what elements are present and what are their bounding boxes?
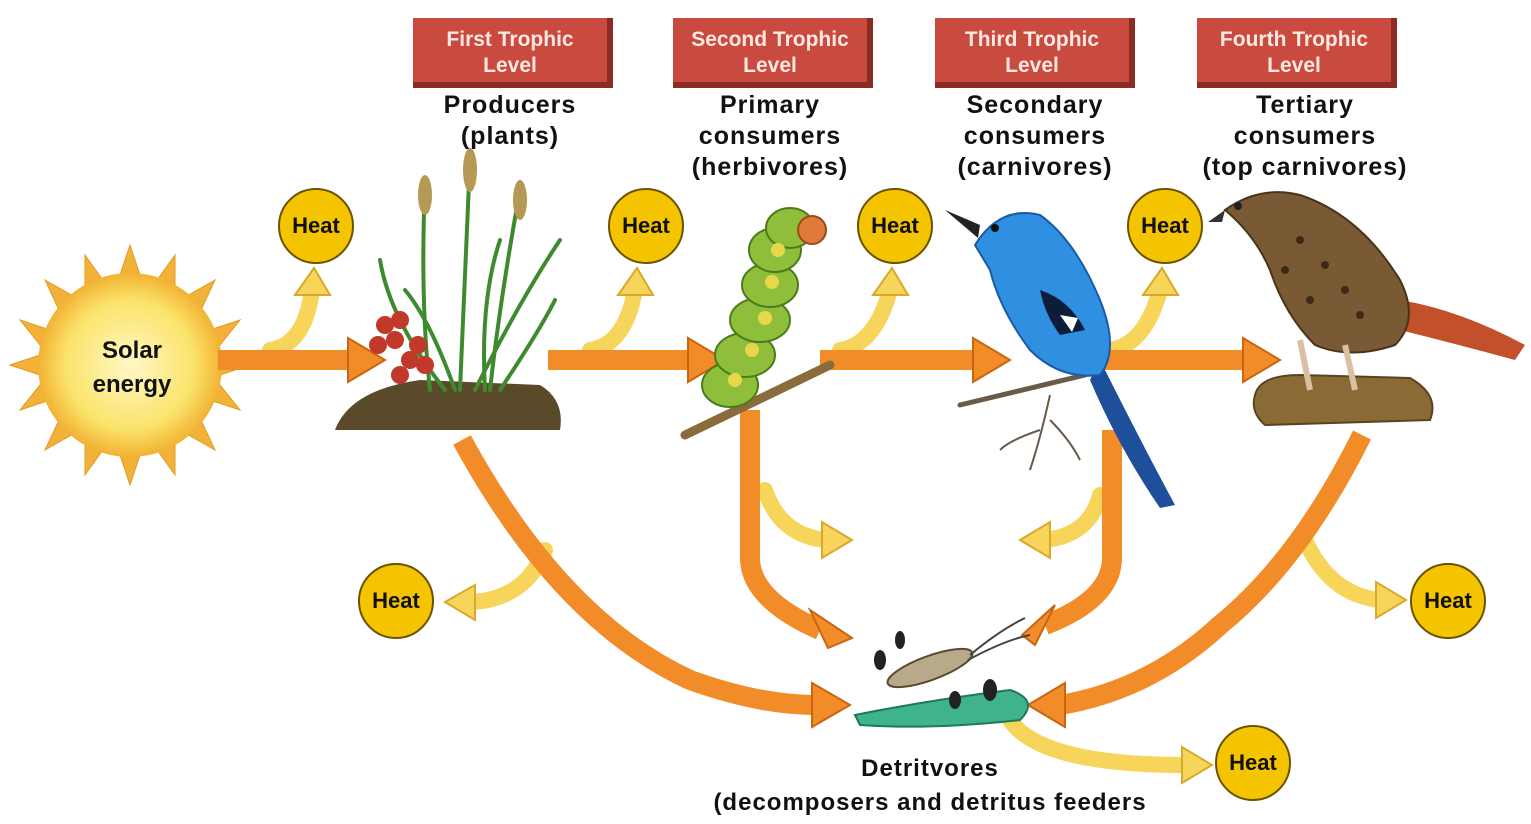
level-3-header-line2: Level [935, 53, 1129, 79]
detritivores-line2: (decomposers and detritus feeders [640, 786, 1220, 820]
tertiary-consumers-caption: Tertiary consumers (top carnivores) [1170, 90, 1440, 183]
level-3-header-line1: Third Trophic [935, 27, 1129, 53]
level-2-header-line1: Second Trophic [673, 27, 867, 53]
detritivores-label: Detritvores (decomposers and detritus fe… [640, 752, 1220, 820]
level-2-header-line2: Level [673, 53, 867, 79]
level-4-caption-line3: (top carnivores) [1170, 152, 1440, 183]
producers-caption: Producers (plants) [380, 90, 640, 152]
level-4-caption-line2: consumers [1170, 121, 1440, 152]
plants-icon [335, 148, 561, 430]
level-4-header-line1: Fourth Trophic [1197, 27, 1391, 53]
second-trophic-level-box: Second Trophic Level [673, 18, 873, 88]
level-1-caption-line1: Producers [380, 90, 640, 121]
level-4-caption-line1: Tertiary [1170, 90, 1440, 121]
level-3-caption-line3: (carnivores) [905, 152, 1165, 183]
third-trophic-level-box: Third Trophic Level [935, 18, 1135, 88]
level-3-caption-line1: Secondary [905, 90, 1165, 121]
level-1-caption-line2: (plants) [380, 121, 640, 152]
level-4-header-line2: Level [1197, 53, 1391, 79]
primary-consumers-caption: Primary consumers (herbivores) [640, 90, 900, 183]
detritivores-line1: Detritvores [640, 752, 1220, 786]
solar-energy-line2: energy [62, 368, 202, 402]
solar-energy-line1: Solar [62, 334, 202, 368]
level-1-header-line1: First Trophic [413, 27, 607, 53]
heat-circle-secondary: Heat [857, 188, 933, 264]
level-2-caption-line3: (herbivores) [640, 152, 900, 183]
solar-energy-label: Solar energy [62, 334, 202, 402]
first-trophic-level-box: First Trophic Level [413, 18, 613, 88]
heat-circle-detritivores: Heat [1215, 725, 1291, 801]
heat-circle-producers: Heat [278, 188, 354, 264]
heat-circle-tertiary: Heat [1127, 188, 1203, 264]
secondary-consumers-caption: Secondary consumers (carnivores) [905, 90, 1165, 183]
caterpillar-icon [685, 208, 830, 435]
fourth-trophic-level-box: Fourth Trophic Level [1197, 18, 1397, 88]
heat-circle-lower-right: Heat [1410, 563, 1486, 639]
level-2-caption-line1: Primary [640, 90, 900, 121]
heat-circle-primary: Heat [608, 188, 684, 264]
level-3-caption-line2: consumers [905, 121, 1165, 152]
detritivores-icon [855, 618, 1030, 727]
hawk-icon [1208, 192, 1525, 425]
level-1-header-line2: Level [413, 53, 607, 79]
heat-circle-lower-left: Heat [358, 563, 434, 639]
level-2-caption-line2: consumers [640, 121, 900, 152]
